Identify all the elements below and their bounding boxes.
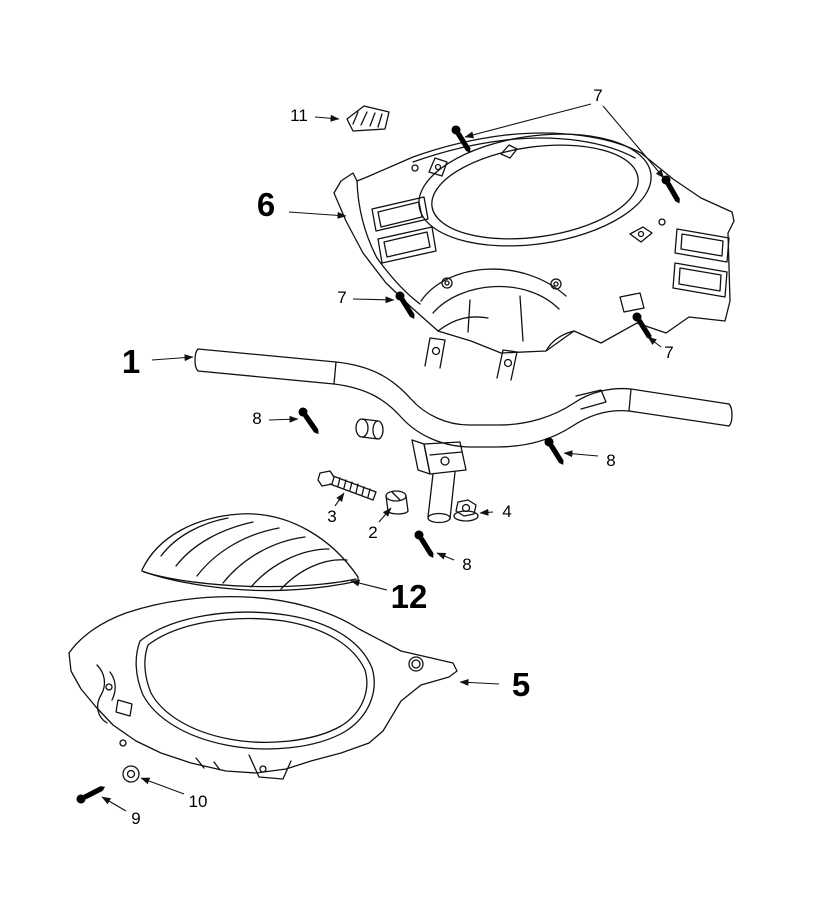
leader-11 — [314, 114, 340, 122]
part-label-9: 9 — [131, 809, 140, 828]
nut-part-4 — [453, 499, 479, 522]
screw-part-8-right — [542, 435, 568, 468]
part-labels: 11 7 6 7 7 1 8 8 3 2 4 8 12 5 9 10 — [122, 86, 674, 828]
leader-2 — [378, 507, 392, 523]
leader-3 — [334, 492, 345, 507]
visor-part-12 — [141, 513, 359, 592]
leader-8-left — [268, 415, 299, 423]
handlebar-part-1 — [194, 337, 733, 524]
bolt-part-3 — [317, 470, 377, 501]
part-label-12: 12 — [391, 578, 428, 615]
part-label-7-mid-left: 7 — [337, 288, 346, 307]
part-label-7-top: 7 — [593, 86, 602, 105]
part-label-1: 1 — [122, 343, 140, 380]
part-label-5: 5 — [512, 666, 530, 703]
front-handlebar-cover-part-5 — [68, 596, 458, 780]
part-label-7-right: 7 — [664, 343, 673, 362]
washer-part-10 — [122, 765, 140, 783]
part-label-8-right: 8 — [606, 451, 615, 470]
rubber-pad-part-11 — [346, 105, 390, 132]
part-label-10: 10 — [189, 792, 208, 811]
part-label-11: 11 — [290, 106, 308, 125]
leader-7-top-left — [464, 103, 592, 139]
screw-part-7-right — [630, 310, 656, 343]
leader-4 — [479, 508, 494, 516]
leader-6 — [288, 211, 347, 219]
screw-part-8-left — [296, 405, 323, 437]
leader-7-mid-left — [352, 296, 395, 304]
leader-10 — [140, 777, 185, 795]
part-label-4: 4 — [502, 502, 511, 521]
screw-part-7-mid-left — [393, 289, 419, 322]
part-label-6: 6 — [257, 186, 275, 223]
screw-part-9 — [74, 782, 108, 806]
rear-handlebar-cover-part-6 — [333, 132, 735, 354]
screw-part-7-top-left — [449, 123, 475, 156]
leader-5 — [459, 678, 500, 686]
leader-8-right — [563, 450, 599, 458]
part-label-2: 2 — [368, 523, 377, 542]
part-label-8-left: 8 — [252, 409, 261, 428]
leader-7-right — [647, 336, 662, 348]
part-label-8-center: 8 — [462, 555, 471, 574]
leader-12 — [350, 579, 388, 591]
leader-1 — [151, 354, 194, 362]
part-label-3: 3 — [327, 507, 336, 526]
leader-lines — [101, 103, 665, 812]
leader-9 — [101, 796, 127, 812]
leader-8-center — [436, 552, 455, 561]
leader-7-top-right — [602, 105, 665, 179]
screw-part-8-center — [412, 528, 438, 561]
